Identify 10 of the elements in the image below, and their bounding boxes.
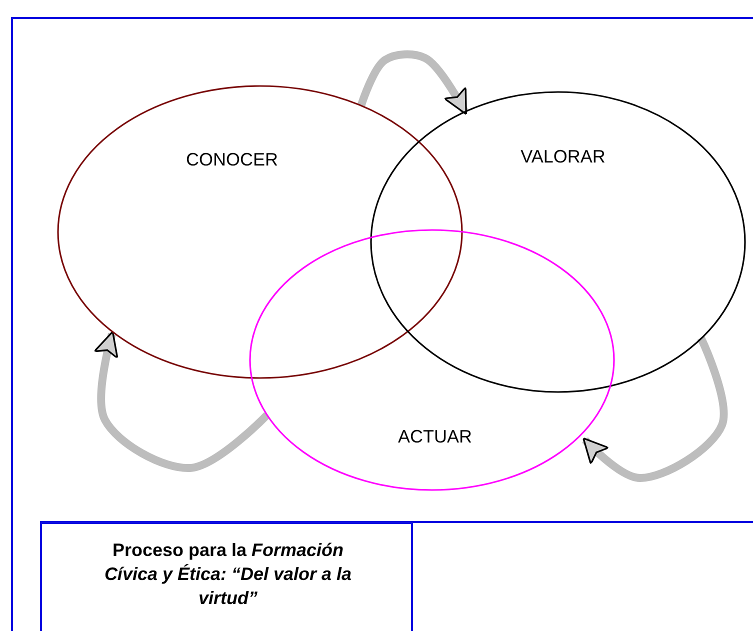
set-label: ACTUAR: [398, 426, 472, 448]
set-ellipse: [370, 91, 746, 393]
curved-arrow: [582, 336, 728, 482]
caption: Proceso para la Formación Cívica y Ética: “Del valor a la virtud”: [103, 539, 353, 610]
curved-arrow: [357, 50, 469, 115]
set-ellipse: [57, 85, 463, 379]
set-ellipse: [249, 229, 615, 491]
curved-arrow: [94, 330, 270, 472]
set-label: CONOCER: [186, 150, 278, 170]
set-label: VALORAR: [520, 146, 606, 168]
